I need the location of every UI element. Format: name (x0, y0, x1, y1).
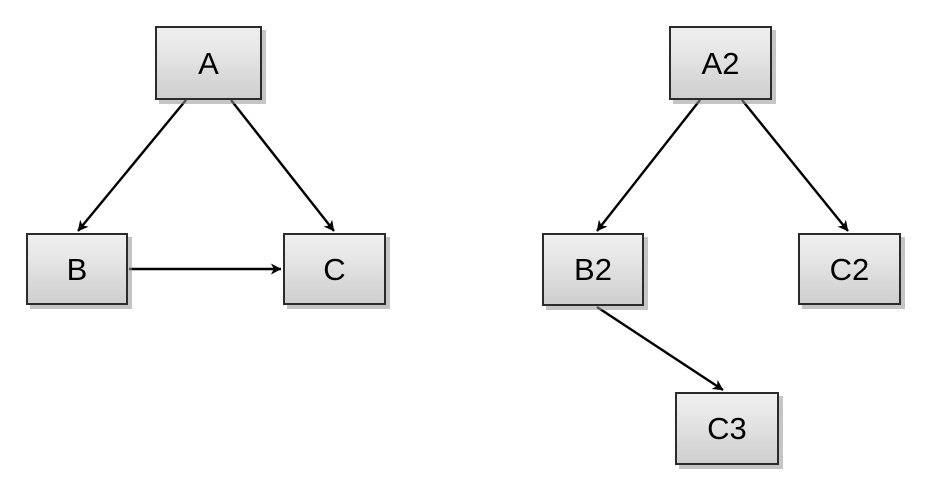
edge-b2-c3[interactable] (596, 305, 724, 392)
node-label-c3: C3 (707, 411, 747, 446)
node-label-a2: A2 (701, 45, 740, 81)
edge-a-c[interactable] (230, 99, 335, 232)
node-label-a: A (198, 45, 219, 81)
node-a[interactable]: A (155, 26, 262, 100)
node-label-c: C (323, 251, 346, 287)
node-label-b2: B2 (574, 252, 612, 287)
node-b2[interactable]: B2 (542, 233, 644, 306)
edge-a2-c2[interactable] (741, 99, 849, 232)
edge-a2-b2[interactable] (596, 99, 701, 232)
node-a2[interactable]: A2 (669, 26, 772, 100)
edge-a-b[interactable] (77, 99, 187, 232)
node-c3[interactable]: C3 (675, 392, 779, 465)
node-b[interactable]: B (26, 233, 128, 305)
edges-group (77, 99, 849, 392)
node-label-b: B (66, 251, 88, 287)
node-c2[interactable]: C2 (798, 233, 901, 305)
node-c[interactable]: C (283, 233, 386, 305)
node-label-c2: C2 (829, 251, 870, 287)
